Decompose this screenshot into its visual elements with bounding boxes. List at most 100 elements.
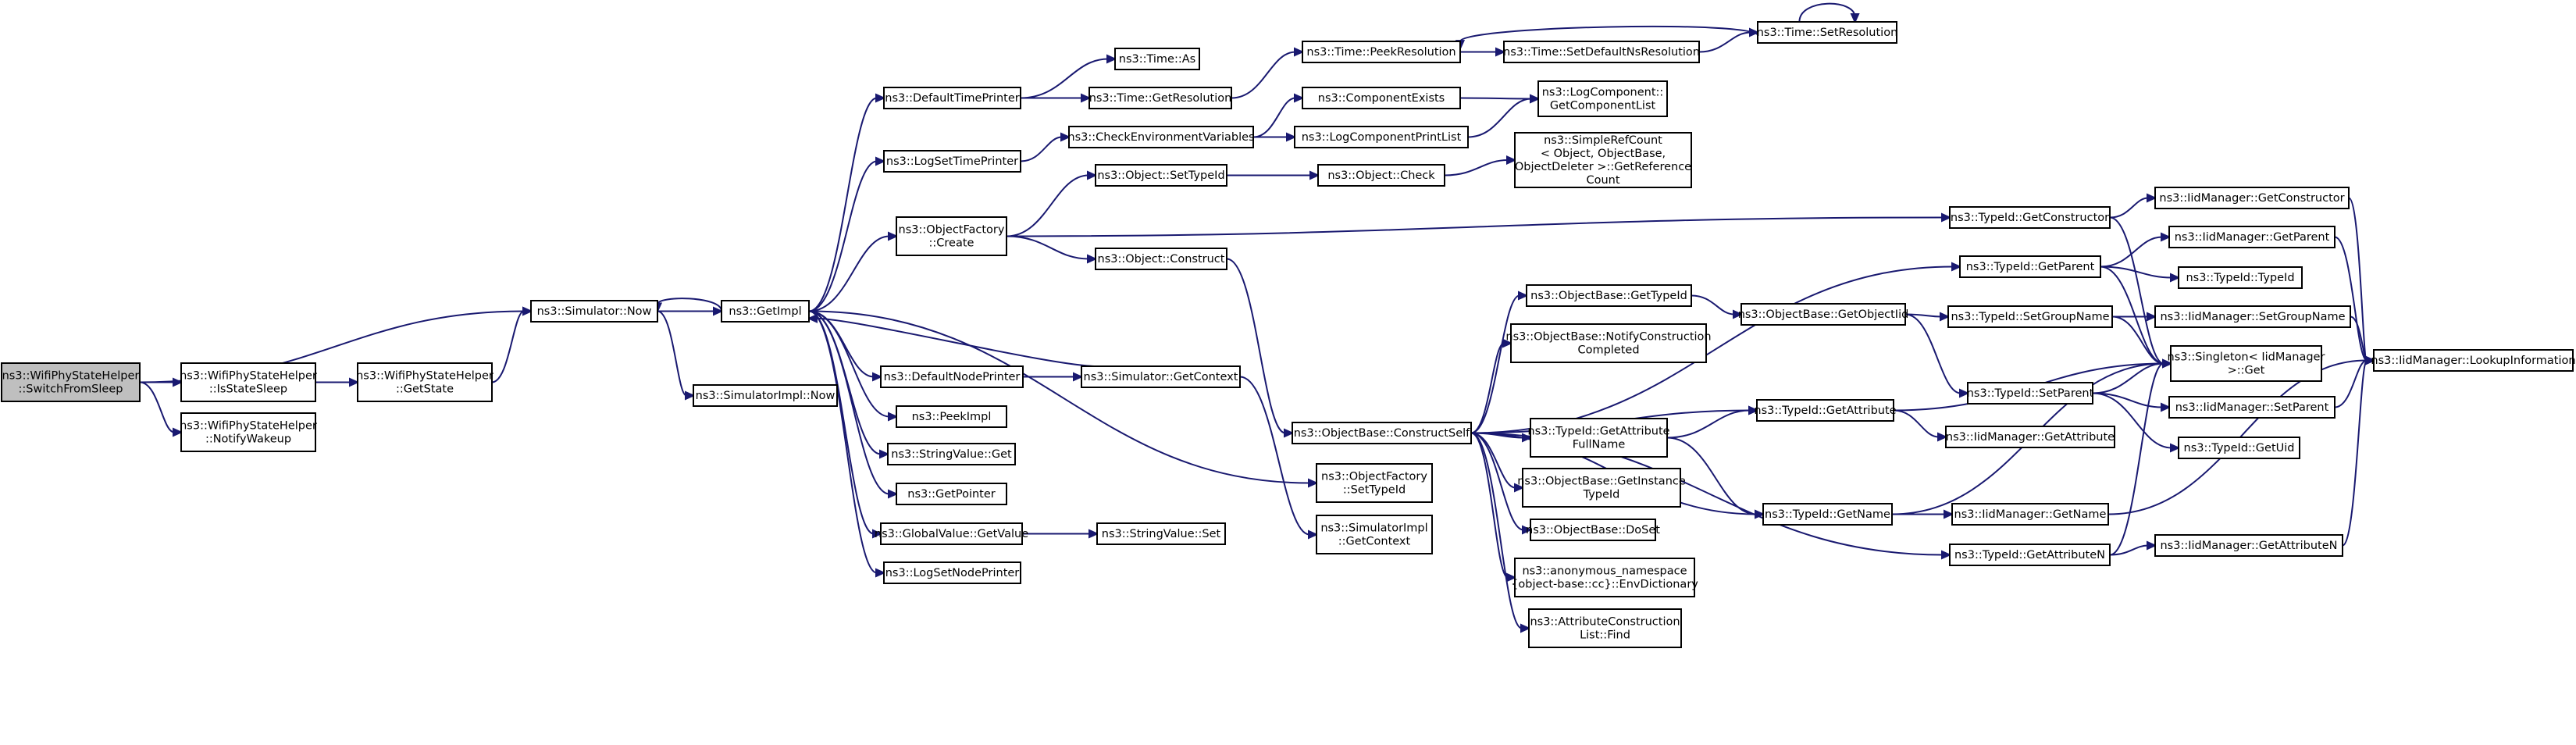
node-box — [1757, 21, 1897, 44]
graph-node-checkenv[interactable]: ns3::CheckEnvironmentVariables — [1067, 126, 1255, 148]
graph-node-typeid-setgroupname[interactable]: ns3::TypeId::SetGroupName — [1947, 305, 2113, 328]
graph-node-time-getresolution[interactable]: ns3::Time::GetResolution — [1088, 87, 1232, 109]
graph-node-typeid-getattributen[interactable]: ns3::TypeId::GetAttributeN — [1949, 544, 2111, 566]
graph-node-simimpl-getcontext[interactable]: ns3::SimulatorImpl::GetContext — [1316, 515, 1433, 554]
node-label: ns3::ObjectBase::GetTypeId — [1530, 290, 1687, 302]
graph-node-componentexists[interactable]: ns3::ComponentExists — [1302, 87, 1461, 109]
node-label: ns3::ObjectBase::GetInstance — [1517, 476, 1686, 488]
graph-node-getpointer[interactable]: ns3::GetPointer — [896, 483, 1007, 505]
graph-node-iidmgr-getconstructor[interactable]: ns3::IidManager::GetConstructor — [2154, 187, 2350, 209]
node-label: ns3::StringValue::Set — [1102, 528, 1221, 540]
graph-node-anon-envdict[interactable]: ns3::anonymous_namespace{object-base::cc… — [1511, 558, 1698, 597]
graph-node-time-setresolution[interactable]: ns3::Time::SetResolution — [1757, 21, 1898, 44]
graph-node-sim-now[interactable]: ns3::Simulator::Now — [530, 300, 658, 323]
graph-node-time-setdefaultns[interactable]: ns3::Time::SetDefaultNsResolution — [1503, 41, 1700, 63]
graph-node-iidmgr-getattribute[interactable]: ns3::IidManager::GetAttribute — [1945, 426, 2115, 448]
graph-node-objbase-notifyconstruction[interactable]: ns3::ObjectBase::NotifyConstructionCompl… — [1505, 323, 1712, 363]
node-label: ::GetState — [396, 383, 454, 396]
node-label: ns3::Object::Check — [1327, 169, 1435, 182]
graph-node-logcomponent-getlist[interactable]: ns3::LogComponent::GetComponentList — [1537, 80, 1668, 117]
call-edge — [1231, 47, 1305, 99]
graph-node-sim-getcontext[interactable]: ns3::Simulator::GetContext — [1081, 365, 1241, 388]
graph-node-typeid-typeid[interactable]: ns3::TypeId::TypeId — [2178, 266, 2303, 289]
node-label: ns3::LogComponentPrintList — [1302, 131, 1462, 144]
node-label: ns3::SimulatorImpl — [1320, 522, 1427, 535]
call-edge-arrowhead — [1060, 132, 1071, 142]
call-edge-arrowhead — [1937, 432, 1948, 442]
graph-node-time-as[interactable]: ns3::Time::As — [1114, 48, 1200, 70]
graph-node-peekimpl[interactable]: ns3::PeekImpl — [896, 405, 1007, 428]
graph-node-typeid-getuid[interactable]: ns3::TypeId::GetUid — [2178, 437, 2300, 459]
graph-node-stringvalue-set[interactable]: ns3::StringValue::Set — [1096, 522, 1226, 545]
call-edge-arrowhead — [1748, 405, 1759, 415]
node-label: ns3::GlobalValue::GetValue — [875, 528, 1028, 540]
graph-node-iidmgr-lookupinfo[interactable]: ns3::IidManager::LookupInformation — [2371, 349, 2576, 372]
node-label: ::NotifyWakeup — [205, 433, 291, 446]
call-edge — [1021, 93, 1092, 103]
graph-node-stringvalue-get[interactable]: ns3::StringValue::Get — [887, 443, 1016, 465]
call-edge — [657, 310, 696, 401]
graph-node-typeid-setparent[interactable]: ns3::TypeId::SetParent — [1967, 382, 2094, 405]
graph-node-logsetnodeprinter[interactable]: ns3::LogSetNodePrinter — [883, 561, 1021, 584]
node-label: ns3::GetImpl — [729, 305, 801, 318]
graph-node-isstatesleep[interactable]: ns3::WifiPhyStateHelper::IsStateSleep — [180, 362, 317, 402]
node-box — [721, 300, 810, 323]
graph-node-typeid-getname[interactable]: ns3::TypeId::GetName — [1762, 503, 1893, 526]
node-box — [883, 150, 1021, 173]
node-box — [1316, 515, 1433, 554]
node-label: ns3::SimulatorImpl::Now — [696, 390, 836, 402]
graph-node-getimpl[interactable]: ns3::GetImpl — [721, 300, 810, 323]
graph-node-iidmgr-setparent[interactable]: ns3::IidManager::SetParent — [2168, 396, 2336, 419]
call-edge — [808, 310, 886, 578]
graph-node-object-settypeid[interactable]: ns3::Object::SetTypeId — [1095, 164, 1227, 187]
graph-node-objbase-getobjectiid[interactable]: ns3::ObjectBase::GetObjectIid — [1738, 303, 1909, 326]
node-label: ns3::IidManager::GetName — [1954, 508, 2107, 521]
graph-node-globalvalue-getvalue[interactable]: ns3::GlobalValue::GetValue — [875, 522, 1028, 545]
graph-node-iidmgr-setgroupname[interactable]: ns3::IidManager::SetGroupName — [2154, 305, 2351, 328]
graph-node-defaultnodeprinter[interactable]: ns3::DefaultNodePrinter — [880, 365, 1024, 388]
graph-node-singleton-get[interactable]: ns3::Singleton< IidManager>::Get — [2168, 345, 2325, 382]
graph-node-typeid-getconstructor[interactable]: ns3::TypeId::GetConstructor — [1949, 206, 2111, 229]
graph-node-notifywakeup[interactable]: ns3::WifiPhyStateHelper::NotifyWakeup — [180, 412, 317, 452]
call-edge — [1006, 212, 1952, 237]
graph-node-iidmgr-getname[interactable]: ns3::IidManager::GetName — [1951, 503, 2109, 526]
graph-node-defaulttimeprinter[interactable]: ns3::DefaultTimePrinter — [883, 87, 1021, 109]
graph-node-typeid-getattribute[interactable]: ns3::TypeId::GetAttribute — [1754, 399, 1897, 422]
call-edge-line — [2109, 216, 2164, 365]
graph-node-objbase-constructself[interactable]: ns3::ObjectBase::ConstructSelf — [1292, 422, 1472, 444]
node-box — [2154, 534, 2343, 557]
graph-node-typeid-getparent[interactable]: ns3::TypeId::GetParent — [1959, 255, 2101, 278]
call-edge — [1470, 338, 1513, 434]
call-edge — [652, 298, 722, 313]
graph-node-simplerefcount[interactable]: ns3::SimpleRefCount< Object, ObjectBase,… — [1514, 132, 1692, 188]
graph-node-objfactory-settypeid[interactable]: ns3::ObjectFactory::SetTypeId — [1316, 463, 1433, 503]
node-box — [180, 412, 316, 452]
graph-node-iidmgr-getparent[interactable]: ns3::IidManager::GetParent — [2168, 226, 2336, 248]
node-box — [1503, 41, 1700, 63]
graph-node-switch[interactable]: ns3::WifiPhyStateHelper::SwitchFromSleep — [1, 362, 141, 402]
self-loop-arrowhead — [1850, 13, 1860, 24]
graph-node-objfactory-create[interactable]: ns3::ObjectFactory::Create — [896, 216, 1007, 256]
call-edge-arrowhead — [1520, 623, 1531, 633]
graph-node-object-construct[interactable]: ns3::Object::Construct — [1095, 248, 1227, 270]
graph-node-logsettimeprinter[interactable]: ns3::LogSetTimePrinter — [883, 150, 1021, 173]
node-label: Count — [1586, 174, 1619, 187]
node-label: ns3::WifiPhyStateHelper — [180, 420, 317, 433]
graph-node-getstate[interactable]: ns3::WifiPhyStateHelper::GetState — [356, 362, 493, 402]
graph-node-simimpl-now[interactable]: ns3::SimulatorImpl::Now — [693, 384, 838, 407]
graph-node-objbase-gettypeid[interactable]: ns3::ObjectBase::GetTypeId — [1526, 284, 1692, 307]
call-edge-line — [815, 317, 1098, 367]
node-label: ns3::ObjectFactory — [899, 224, 1005, 237]
graph-node-iidmgr-getattributen[interactable]: ns3::IidManager::GetAttributeN — [2154, 534, 2343, 557]
graph-node-logcomponentprintlist[interactable]: ns3::LogComponentPrintList — [1294, 126, 1469, 148]
node-label: ns3::Time::SetDefaultNsResolution — [1503, 46, 1700, 59]
graph-node-object-check[interactable]: ns3::Object::Check — [1317, 164, 1445, 187]
call-edge-arrowhead — [1087, 170, 1098, 180]
call-edge — [1470, 432, 1531, 633]
node-box — [2178, 437, 2300, 459]
graph-node-time-peekresolution[interactable]: ns3::Time::PeekResolution — [1302, 41, 1461, 63]
graph-node-objbase-doset[interactable]: ns3::ObjectBase::DoSet — [1526, 519, 1660, 541]
